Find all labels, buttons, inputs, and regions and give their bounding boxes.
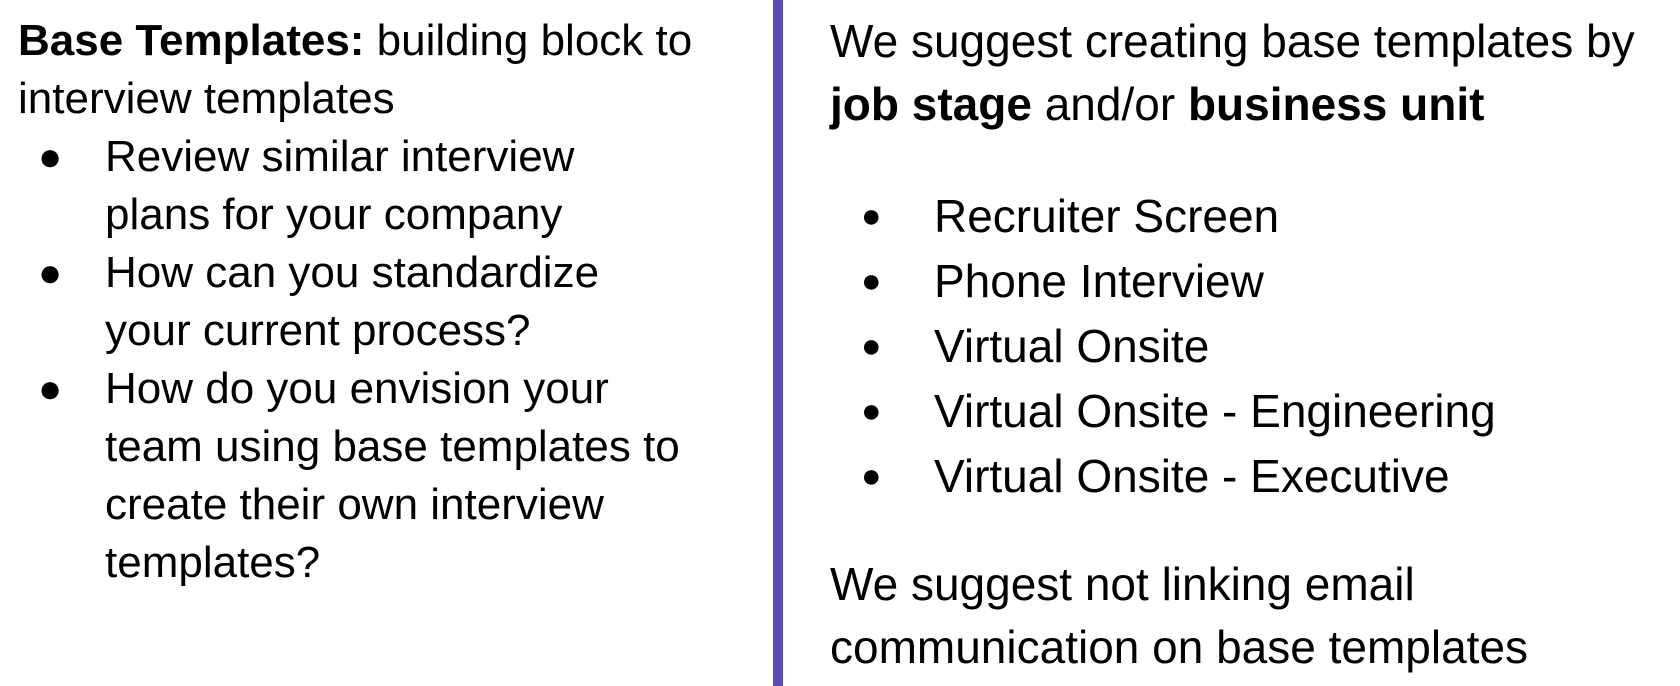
bullet-text-line: Recruiter Screen: [934, 190, 1280, 242]
bullet-icon: ●: [861, 392, 882, 430]
list-item: ● How can you standardize your current p…: [18, 244, 763, 360]
bullet-text-line: your current process?: [105, 306, 531, 355]
bullet-text-line: Virtual Onsite - Engineering: [934, 385, 1496, 437]
right-bullet-list: ● Recruiter Screen ● Phone Interview ● V…: [830, 184, 1670, 509]
list-item: ● Phone Interview: [830, 249, 1670, 314]
left-intro-line1: Base Templates: building block to: [18, 12, 763, 70]
bullet-icon: ●: [861, 197, 882, 235]
bullet-text-line: Virtual Onsite: [934, 320, 1210, 372]
right-note: We suggest not linking email communicati…: [830, 553, 1670, 679]
right-heading-line2: job stage and/or business unit: [830, 73, 1670, 136]
bullet-icon: ●: [38, 367, 63, 411]
list-item: ● How do you envision your team using ba…: [18, 360, 763, 592]
bullet-text-line: How do you envision your: [105, 364, 609, 413]
bullet-text-line: Phone Interview: [934, 255, 1264, 307]
bullet-icon: ●: [861, 262, 882, 300]
right-heading-mid: and/or: [1031, 78, 1188, 130]
list-item: ● Virtual Onsite - Engineering: [830, 379, 1670, 444]
list-item: ● Virtual Onsite: [830, 314, 1670, 379]
list-item: ● Review similar interview plans for you…: [18, 128, 763, 244]
right-note-line1: We suggest not linking email: [830, 558, 1415, 610]
bullet-text-line: Virtual Onsite - Executive: [934, 450, 1450, 502]
left-intro-rest: building block to: [364, 16, 693, 65]
list-item: ● Recruiter Screen: [830, 184, 1670, 249]
bullet-text-line: team using base templates to: [105, 422, 680, 471]
right-note-line2: communication on base templates: [830, 621, 1529, 673]
bullet-icon: ●: [38, 251, 63, 295]
bullet-icon: ●: [861, 327, 882, 365]
bullet-icon: ●: [861, 457, 882, 495]
left-column: Base Templates: building block to interv…: [18, 12, 763, 592]
left-intro-bold-label: Base Templates:: [18, 16, 365, 65]
bullet-text-line: create their own interview: [105, 480, 604, 529]
bullet-text-line: templates?: [105, 538, 321, 587]
bullet-text-line: How can you standardize: [105, 248, 600, 297]
left-intro-line2: interview templates: [18, 74, 395, 123]
bullet-icon: ●: [38, 135, 63, 179]
column-divider: [773, 0, 783, 686]
bullet-text-line: plans for your company: [105, 190, 563, 239]
list-item: ● Virtual Onsite - Executive: [830, 444, 1670, 509]
right-heading-bold-business-unit: business unit: [1187, 78, 1485, 130]
bullet-text-line: Review similar interview: [105, 132, 575, 181]
right-column: We suggest creating base templates by jo…: [830, 10, 1670, 679]
right-heading-line1: We suggest creating base templates by: [830, 15, 1635, 67]
right-heading-bold-job-stage: job stage: [830, 78, 1032, 130]
